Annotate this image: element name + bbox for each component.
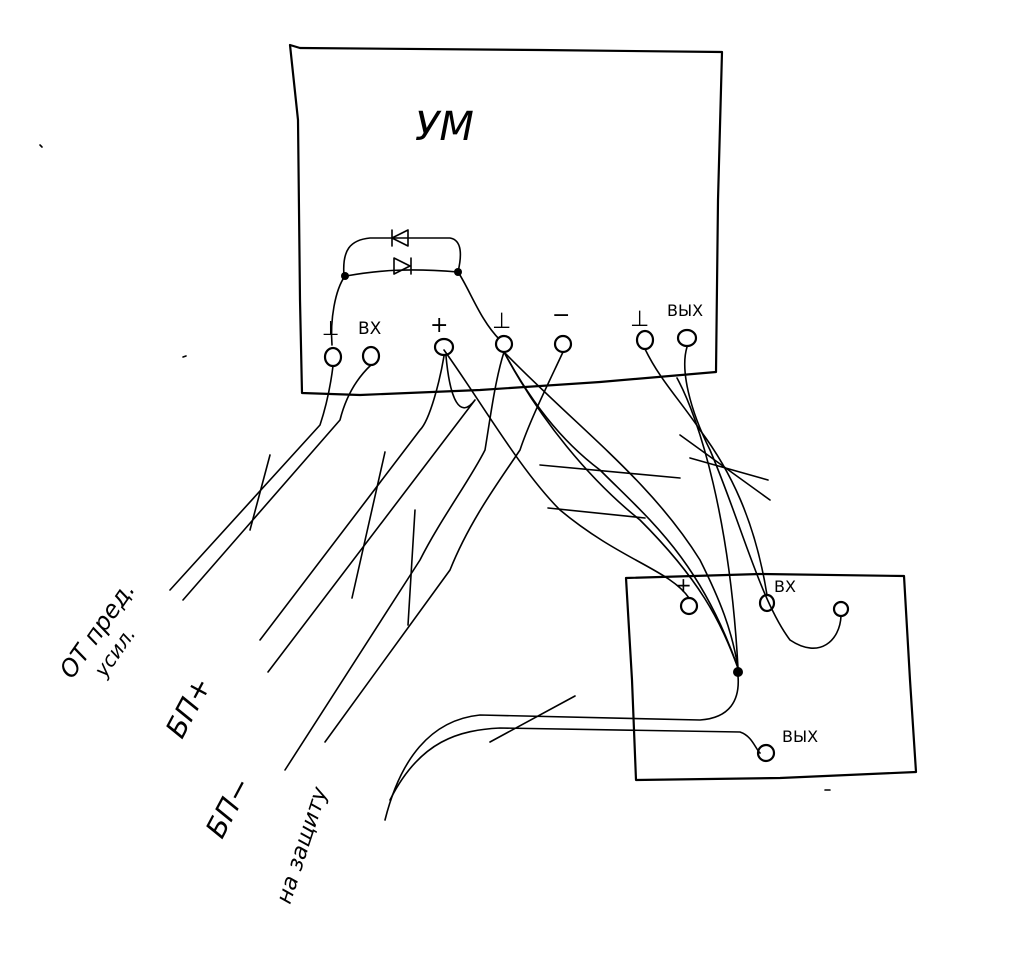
stray-mark-3 bbox=[182, 355, 187, 358]
wire-output-to-prot-b bbox=[684, 346, 842, 649]
terminal-label-input: ВХ bbox=[358, 319, 382, 339]
terminal-label-ground-out: ⊥ bbox=[630, 307, 649, 332]
wire-to-protection-a bbox=[384, 675, 740, 821]
stray-mark-1 bbox=[39, 144, 43, 148]
prot-ground-junction bbox=[733, 667, 743, 677]
wire-ground-tick-2 bbox=[547, 507, 646, 519]
wire-psu-plus-to-prot bbox=[443, 349, 690, 599]
wire-ground-to-prot-a bbox=[503, 351, 739, 669]
wire-psu-plus-a bbox=[259, 355, 445, 641]
wire-preamp-tick bbox=[249, 454, 271, 531]
label-psu-minus-group: БП− bbox=[199, 772, 258, 844]
diode-top-symbol bbox=[391, 229, 409, 247]
label-to-protection-group: на защиту bbox=[272, 783, 333, 907]
prot-terminal-plus bbox=[679, 596, 699, 616]
terminal-output bbox=[676, 328, 698, 348]
wire-psu-minus-tick bbox=[407, 509, 416, 626]
diode-bottom-symbol bbox=[393, 257, 412, 275]
terminal-label-minus: − bbox=[552, 303, 570, 328]
wire-ground-to-prot-b bbox=[503, 351, 739, 669]
wire-ground-tick-1 bbox=[539, 464, 681, 479]
wire-output-to-prot-a bbox=[644, 348, 768, 596]
wire-preamp-ground bbox=[169, 365, 334, 591]
wire-output-from-ground bbox=[676, 377, 739, 669]
wire-psu-plus-tick bbox=[351, 451, 386, 599]
diode-lead-right bbox=[457, 271, 501, 341]
prot-terminal-label-output: ВЫХ bbox=[782, 727, 818, 746]
protection-box bbox=[624, 572, 918, 782]
terminal-label-plus: + bbox=[430, 313, 448, 338]
wire-to-protection-tick bbox=[489, 695, 576, 743]
wire-psu-plus-b bbox=[267, 355, 476, 673]
terminal-plus bbox=[433, 337, 455, 357]
amplifier-box bbox=[288, 43, 724, 397]
terminal-ground-out bbox=[635, 329, 655, 351]
prot-terminal-label-plus: + bbox=[675, 573, 692, 597]
terminal-label-ground-psu: ⊥ bbox=[492, 309, 511, 334]
prot-terminal-ground bbox=[832, 600, 850, 618]
terminal-ground-psu bbox=[494, 334, 514, 354]
wire-preamp-signal bbox=[182, 364, 372, 601]
wire-ground-to-prot-c bbox=[503, 351, 739, 669]
label-psu-plus-group: БП+ bbox=[159, 672, 218, 744]
wire-psu-minus-a bbox=[284, 351, 505, 771]
diode-bridge-wires bbox=[342, 237, 462, 277]
wire-psu-minus-b bbox=[324, 351, 564, 743]
prot-terminal-output bbox=[756, 743, 776, 763]
label-from-preamp: ОТ пред. усил. bbox=[54, 576, 141, 683]
terminal-label-output: ВЫХ bbox=[667, 301, 703, 320]
wire-to-protection-b bbox=[389, 727, 761, 801]
terminal-input bbox=[361, 345, 381, 367]
diode-lead-left bbox=[330, 275, 346, 346]
label-to-protection: на защиту bbox=[272, 783, 333, 907]
terminal-label-ground-in: ⊥ bbox=[322, 316, 339, 340]
amplifier-title: УМ bbox=[415, 104, 474, 150]
label-psu-plus: БП+ bbox=[159, 672, 218, 744]
prot-terminal-label-input: ВХ bbox=[774, 577, 796, 596]
terminal-minus bbox=[553, 334, 573, 354]
terminal-ground-in bbox=[323, 346, 343, 368]
wire-output-tick bbox=[679, 434, 771, 501]
label-psu-minus: БП− bbox=[199, 772, 258, 844]
